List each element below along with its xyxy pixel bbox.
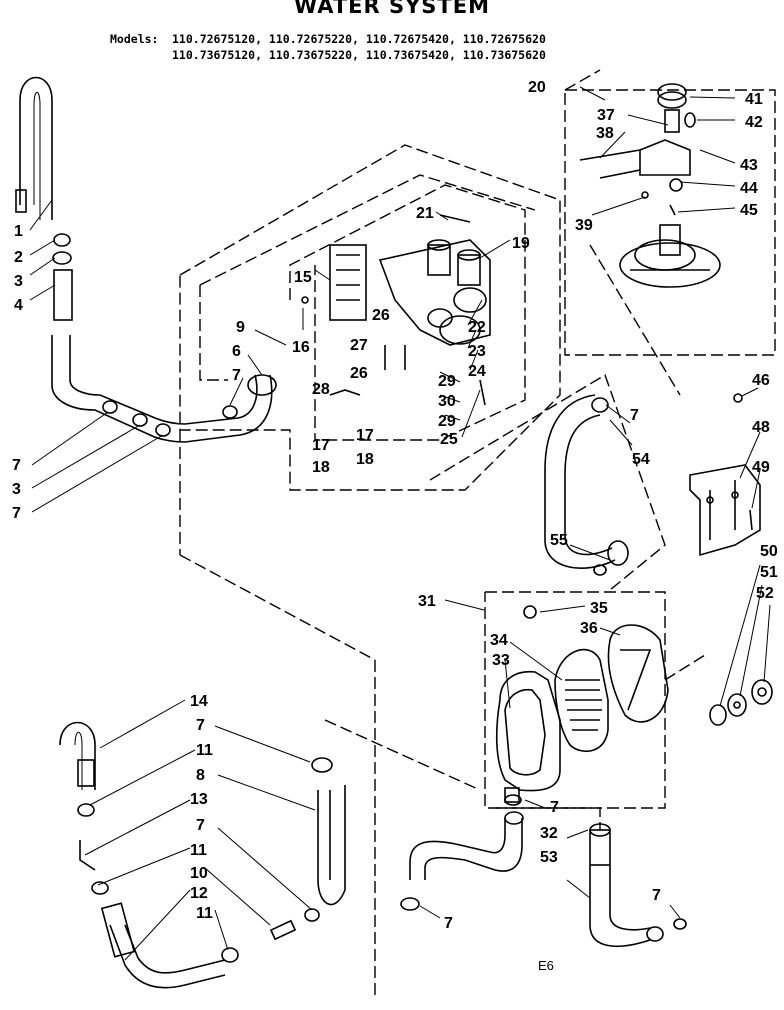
callout-44: 44	[740, 180, 758, 197]
callout-9: 9	[236, 319, 245, 336]
callout-6: 6	[232, 343, 241, 360]
callout-29: 29	[438, 373, 456, 390]
callout-55: 55	[550, 532, 568, 549]
callout-7: 7	[12, 457, 21, 474]
callout-7: 7	[12, 505, 21, 522]
models-line-1: 110.72675120, 110.72675220, 110.72675420…	[172, 32, 546, 46]
callout-27: 27	[350, 337, 368, 354]
drain-hose-54	[544, 394, 629, 576]
callout-21: 21	[416, 205, 434, 222]
callout-3: 3	[14, 273, 23, 290]
callout-16: 16	[292, 339, 310, 356]
callout-4: 4	[14, 297, 23, 314]
callout-54: 54	[632, 451, 650, 468]
callout-23: 23	[468, 343, 486, 360]
fill-assembly-kit	[579, 83, 721, 288]
callout-39: 39	[575, 217, 593, 234]
callout-37: 37	[597, 107, 615, 124]
callout-38: 38	[596, 125, 614, 142]
inlet-hoses-lower	[59, 721, 346, 989]
assembly-outlines	[179, 69, 776, 1000]
callout-53: 53	[540, 849, 558, 866]
pump-assembly	[495, 605, 773, 803]
pump-bracket	[689, 393, 761, 557]
callout-7: 7	[444, 915, 453, 932]
callout-7: 7	[652, 887, 661, 904]
page-code: E6	[538, 958, 554, 973]
callout-34: 34	[490, 632, 508, 649]
callout-50: 50	[760, 543, 778, 560]
callout-24: 24	[468, 363, 486, 380]
callout-14: 14	[190, 693, 208, 710]
callout-17: 17	[312, 437, 330, 454]
callout-28: 28	[312, 381, 330, 398]
callout-29: 29	[438, 413, 456, 430]
callout-7: 7	[550, 799, 559, 816]
callout-51: 51	[760, 564, 778, 581]
callout-43: 43	[740, 157, 758, 174]
callout-2: 2	[14, 249, 23, 266]
callout-layer: 1234737967161521192627262817181718222324…	[12, 79, 778, 932]
callout-13: 13	[190, 791, 208, 808]
callout-32: 32	[540, 825, 558, 842]
callout-46: 46	[752, 372, 770, 389]
models-line-2: 110.73675120, 110.73675220, 110.73675420…	[172, 48, 546, 62]
callout-18: 18	[356, 451, 374, 468]
callout-11: 11	[190, 842, 207, 859]
callout-22: 22	[468, 319, 486, 336]
callout-18: 18	[312, 459, 330, 476]
water-valve-body	[301, 214, 491, 406]
callout-17: 17	[356, 427, 374, 444]
callout-26: 26	[350, 365, 368, 382]
callout-45: 45	[740, 202, 758, 219]
callout-35: 35	[590, 600, 608, 617]
callout-26: 26	[372, 307, 390, 324]
callout-7: 7	[196, 817, 205, 834]
callout-7: 7	[232, 367, 241, 384]
drain-hoses-lower	[400, 794, 687, 948]
callout-41: 41	[745, 91, 763, 108]
callout-48: 48	[752, 419, 770, 436]
callout-31: 31	[418, 593, 436, 610]
callout-42: 42	[745, 114, 763, 131]
callout-12: 12	[190, 885, 208, 902]
callout-3: 3	[12, 481, 21, 498]
callout-11: 11	[196, 905, 213, 922]
callout-1: 1	[14, 223, 23, 240]
callout-11: 11	[196, 742, 213, 759]
callout-49: 49	[752, 459, 770, 476]
callout-7: 7	[196, 717, 205, 734]
callout-33: 33	[492, 652, 510, 669]
callout-15: 15	[294, 269, 312, 286]
leader-lines	[29, 86, 771, 961]
callout-36: 36	[580, 620, 598, 637]
callout-30: 30	[438, 393, 456, 410]
page-title: WATER SYSTEM	[293, 0, 491, 18]
callout-10: 10	[190, 865, 208, 882]
callout-52: 52	[756, 585, 774, 602]
callout-25: 25	[440, 431, 458, 448]
callout-8: 8	[196, 767, 205, 784]
fill-hose-upper	[15, 76, 277, 443]
models-label: Models:	[110, 32, 159, 46]
callout-20: 20	[528, 79, 546, 96]
callout-7: 7	[630, 407, 639, 424]
callout-19: 19	[512, 235, 530, 252]
